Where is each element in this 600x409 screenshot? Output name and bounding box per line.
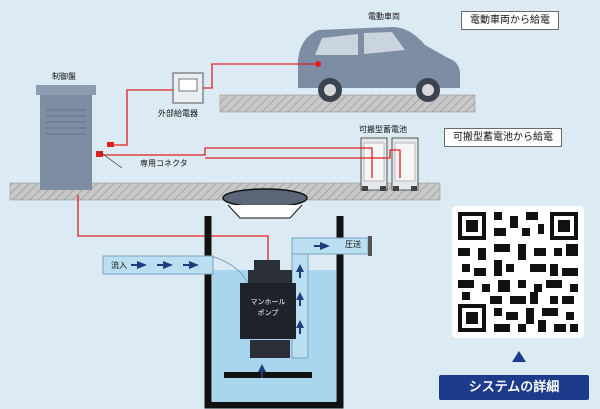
pump-label-line2: ポンプ <box>258 309 279 317</box>
power-cables <box>77 63 401 262</box>
pump-label-line1: マンホール <box>251 298 286 306</box>
outflow-label: 圧送 <box>345 240 361 249</box>
control-panel-icon <box>36 85 96 190</box>
external-charger-icon <box>172 72 204 104</box>
system-details-button[interactable]: システムの詳細 <box>439 375 589 400</box>
flow-arrow-icon <box>131 242 330 378</box>
external-charger-label: 外部給電器 <box>158 109 198 118</box>
up-triangle-icon <box>512 351 526 362</box>
road-slab <box>219 94 476 113</box>
qr-code-icon <box>458 212 578 332</box>
portable-battery-icon <box>360 137 419 191</box>
inflow-label: 流入 <box>111 261 127 270</box>
manhole-pump-icon: マンホール ポンプ <box>240 260 296 358</box>
ev-label: 電動車両 <box>368 12 400 21</box>
connector-label: 専用コネクタ <box>140 159 188 168</box>
qr-code[interactable] <box>452 206 584 338</box>
battery-supply-label: 可搬型蓄電池から給電 <box>444 128 562 147</box>
ev-supply-label: 電動車両から給電 <box>461 11 559 30</box>
electric-vehicle-icon <box>298 27 460 102</box>
control-panel-label: 制御盤 <box>52 72 76 81</box>
portable-battery-label: 可搬型蓄電池 <box>359 125 407 134</box>
